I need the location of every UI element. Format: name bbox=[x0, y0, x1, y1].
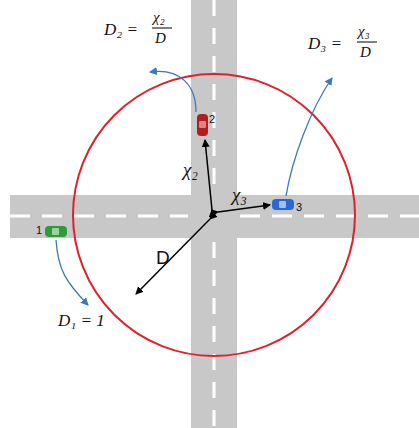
car-number: 3 bbox=[296, 202, 302, 213]
fraction-denominator: D bbox=[360, 45, 371, 60]
range-circle bbox=[73, 74, 355, 356]
radius-arrow bbox=[136, 219, 210, 294]
car-number: 1 bbox=[36, 225, 42, 236]
leader-arrow bbox=[286, 78, 332, 196]
distance-arrow bbox=[218, 205, 270, 212]
lane-marking bbox=[213, 242, 216, 428]
radius-label: D bbox=[156, 248, 170, 267]
leader-arrow bbox=[56, 240, 88, 305]
car-1 bbox=[45, 226, 67, 237]
car-2 bbox=[197, 114, 208, 136]
equation-left: D₂ = bbox=[104, 21, 138, 38]
distance-label: χ₂ bbox=[183, 160, 198, 179]
fraction-bar bbox=[357, 42, 377, 43]
fraction-numerator: χ₃ bbox=[358, 24, 370, 39]
equation-left: D₃ = bbox=[308, 35, 342, 52]
horizontal-road bbox=[10, 195, 419, 238]
lane-marking bbox=[213, 0, 216, 192]
fraction-denominator: D bbox=[155, 31, 166, 46]
fraction-bar bbox=[152, 28, 172, 29]
distance-arrow bbox=[205, 140, 212, 210]
equation-label: D₁ = 1 bbox=[58, 312, 105, 329]
car-number: 2 bbox=[209, 114, 215, 125]
leader-arrow bbox=[150, 71, 196, 112]
distance-label: χ₃ bbox=[232, 185, 247, 204]
car-3 bbox=[272, 199, 294, 210]
fraction-numerator: χ₂ bbox=[153, 10, 165, 25]
lane-marking bbox=[10, 215, 188, 218]
lane-marking bbox=[240, 215, 419, 218]
